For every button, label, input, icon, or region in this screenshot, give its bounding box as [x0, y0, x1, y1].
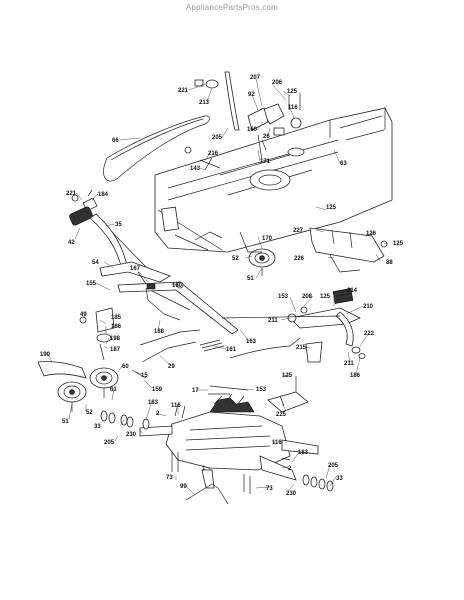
right-pedal-assembly — [287, 288, 366, 363]
watermark: AppliancePartsPros.com — [186, 3, 278, 12]
callout: 225 — [276, 412, 287, 418]
callout: 167 — [130, 266, 141, 272]
callout: 116 — [171, 403, 181, 409]
callout: 226 — [294, 256, 305, 262]
callout: 207 — [250, 75, 261, 81]
callout: 35 — [115, 222, 122, 228]
callout: 211 — [344, 361, 354, 367]
callout: 15 — [141, 373, 148, 379]
callout: 126 — [366, 231, 377, 237]
callout: 214 — [347, 288, 358, 294]
callout: 63 — [340, 161, 347, 167]
callout: 54 — [92, 260, 99, 266]
rod-99 — [185, 483, 229, 505]
callout: 227 — [293, 228, 304, 234]
callout: 116 — [288, 105, 298, 111]
callout: 155 — [86, 281, 97, 287]
left-idler-assembly — [37, 307, 115, 379]
callout: 49 — [80, 312, 87, 318]
callout: 143 — [190, 166, 201, 172]
callout: 73 — [166, 475, 173, 481]
callout: 51 — [247, 276, 254, 282]
callout-labels: 221 213 207 206 92 125 116 160 26 205 66… — [40, 75, 404, 497]
callout: 42 — [68, 240, 75, 246]
callout: 125 — [287, 89, 298, 95]
callout: 161 — [226, 347, 237, 353]
callout: 230 — [126, 432, 137, 438]
bracket-225 — [267, 376, 309, 413]
callout: 211 — [268, 318, 278, 324]
callout: 125 — [326, 205, 337, 211]
callout: 187 — [110, 347, 121, 353]
callout: 205 — [212, 135, 223, 141]
callout: 92 — [248, 92, 255, 98]
belt-and-linkage — [103, 71, 240, 182]
callout: 222 — [364, 331, 375, 337]
callout: 33 — [336, 476, 343, 482]
frame-assembly — [154, 107, 393, 253]
callout: 1 — [202, 466, 206, 472]
callout: 205 — [328, 463, 339, 469]
callout: 163 — [246, 339, 257, 345]
callout: 184 — [98, 192, 109, 198]
callout: 216 — [208, 151, 219, 157]
callout: 230 — [286, 491, 297, 497]
callout: 208 — [302, 294, 313, 300]
callout: 221 — [66, 191, 77, 197]
axle-hardware-right — [243, 457, 334, 494]
callout: 185 — [111, 315, 122, 321]
callout: 99 — [180, 484, 187, 490]
callout: 125 — [393, 241, 404, 247]
callout: 2 — [288, 466, 292, 472]
callout: 198 — [110, 336, 121, 342]
callout: 2 — [156, 411, 160, 417]
callout: 210 — [363, 304, 374, 310]
callout: 206 — [272, 80, 283, 86]
callout: 52 — [232, 256, 239, 262]
axle-hardware-left — [100, 403, 186, 472]
callout: 159 — [152, 387, 163, 393]
callout: 66 — [112, 138, 119, 144]
callout: 33 — [94, 424, 101, 430]
callout: 52 — [86, 410, 93, 416]
callout: 205 — [104, 440, 115, 446]
idler-pulley-right — [239, 231, 276, 276]
callout: 88 — [386, 260, 393, 266]
callout: 160 — [172, 283, 183, 289]
callout: 29 — [168, 364, 175, 370]
callout: 190 — [40, 352, 51, 358]
callout: 125 — [282, 373, 293, 379]
callout: 186 — [111, 324, 122, 330]
leader-lines — [47, 78, 389, 495]
callout: 26 — [263, 134, 270, 140]
callout: 215 — [296, 345, 307, 351]
callout: 213 — [199, 100, 210, 106]
callout: 153 — [256, 387, 267, 393]
callout: 170 — [262, 236, 273, 242]
brake-pivot-assembly — [247, 93, 302, 161]
callout: 153 — [278, 294, 289, 300]
transaxle-assembly — [139, 393, 319, 489]
control-rod-right — [208, 315, 341, 395]
callout: 171 — [260, 159, 271, 165]
callout: 60 — [122, 364, 129, 370]
callout: 183 — [148, 400, 159, 406]
callout: 221 — [178, 88, 189, 94]
right-bracket-assembly — [309, 227, 388, 273]
callout: 160 — [247, 127, 258, 133]
callout: 17 — [192, 388, 199, 394]
callout: 188 — [154, 329, 165, 335]
callout: 125 — [320, 294, 331, 300]
callout: 183 — [298, 450, 309, 456]
callout: 51 — [62, 419, 69, 425]
callout: 116 — [272, 440, 282, 446]
pedal-and-shaft — [69, 206, 191, 311]
callout: 73 — [266, 486, 273, 492]
callout: 186 — [350, 373, 361, 379]
idler-pulleys-left — [57, 367, 119, 412]
control-shafts — [117, 281, 239, 379]
callout: 61 — [110, 387, 117, 393]
